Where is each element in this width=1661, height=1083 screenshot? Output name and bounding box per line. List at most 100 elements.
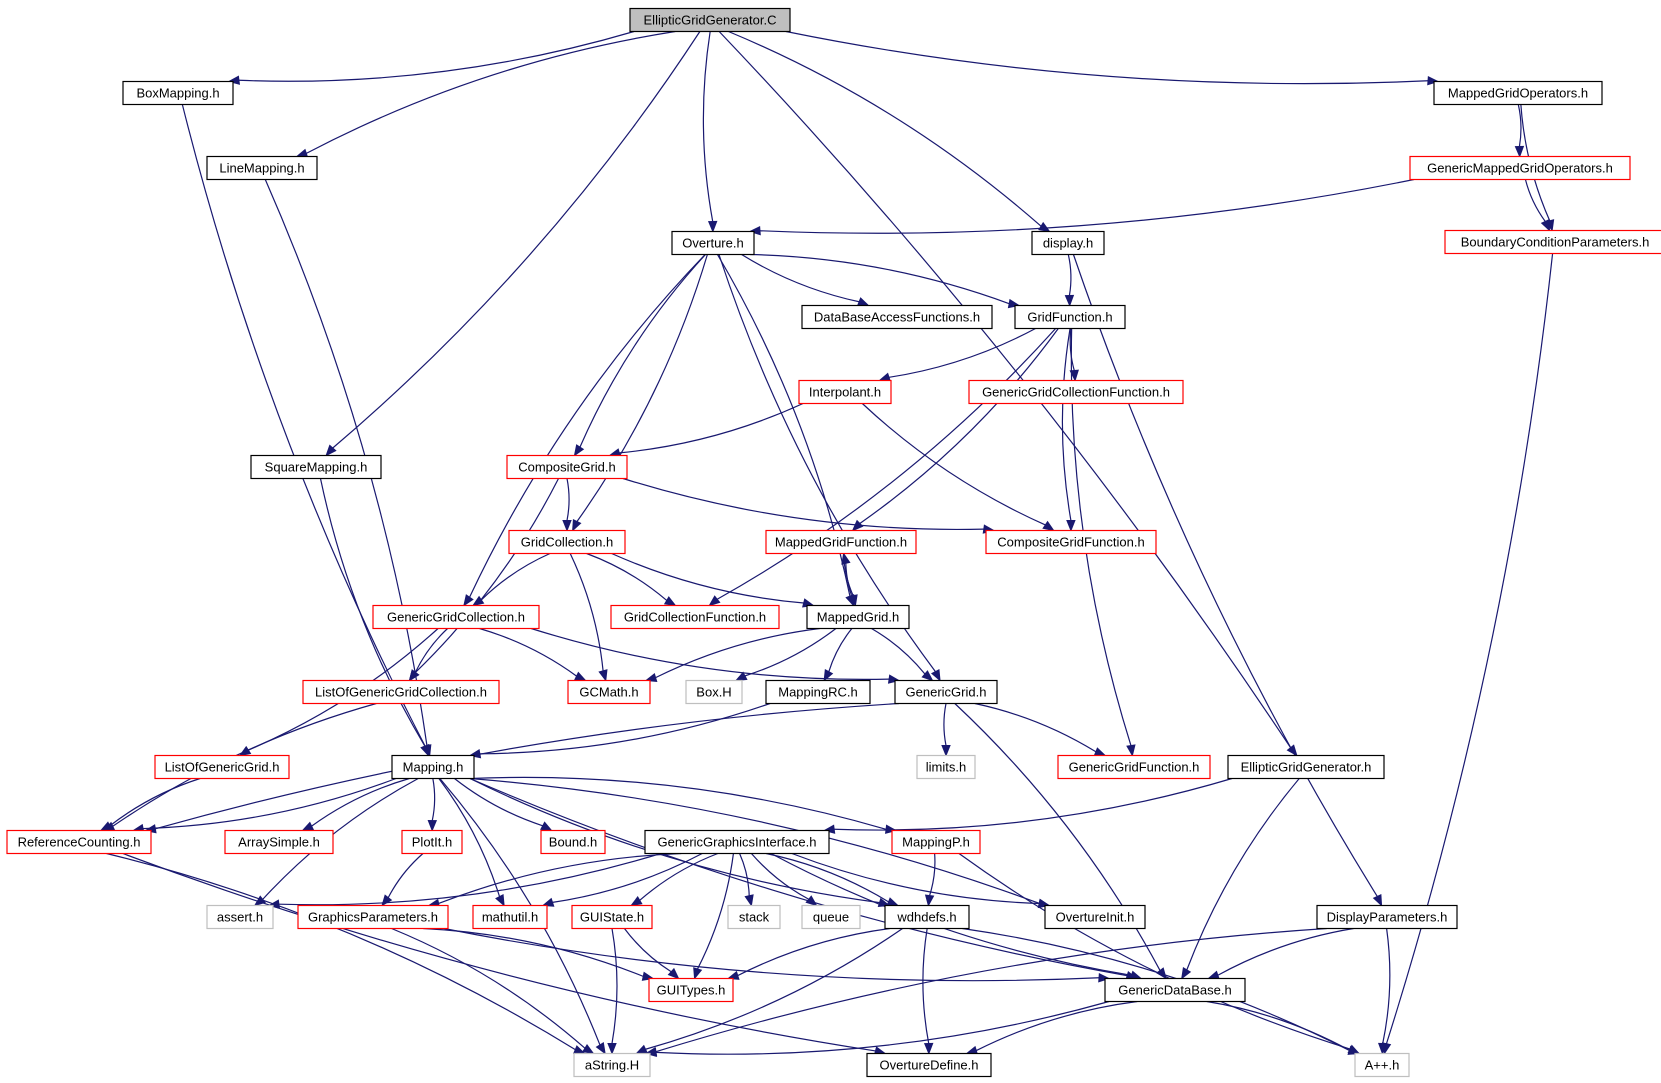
node-ellipticgridgenerator-c[interactable]: EllipticGridGenerator.C [629, 7, 791, 33]
edge-compositegrid-to-listofgenericgridcollection [408, 478, 560, 682]
node-compositegridfunction-h[interactable]: CompositeGridFunction.h [985, 529, 1157, 555]
edge-line [1069, 328, 1075, 371]
edge-mappedgrid-to-mappingrc [823, 628, 853, 682]
node-box [891, 829, 981, 855]
node-box [884, 904, 970, 930]
node-a-h[interactable]: A++.h [1354, 1052, 1410, 1078]
node-genericdatabase-h[interactable]: GenericDataBase.h [1104, 977, 1246, 1003]
edge-arrowhead [562, 520, 572, 532]
edge-arrowhead [748, 225, 761, 236]
node-overture-h[interactable]: Overture.h [671, 230, 755, 256]
node-display-h[interactable]: display.h [1031, 230, 1105, 256]
edge-arrowhead [941, 745, 951, 757]
node-label: aString.H [585, 1058, 639, 1073]
node-genericgridcollectionfunction-h[interactable]: GenericGridCollectionFunction.h [968, 379, 1184, 405]
edge-line [155, 702, 900, 830]
node-stack[interactable]: stack [727, 904, 781, 930]
node-gridfunction-h[interactable]: GridFunction.h [1014, 304, 1126, 330]
node-label: EllipticGridGenerator.h [1241, 760, 1372, 775]
node-squaremapping-h[interactable]: SquareMapping.h [250, 454, 382, 480]
edge-displayparameters-to-app [1378, 928, 1391, 1055]
node-mappedgridoperators-h[interactable]: MappedGridOperators.h [1433, 80, 1603, 106]
edge-line [929, 853, 936, 896]
node-mathutil-h[interactable]: mathutil.h [472, 904, 548, 930]
edge-line [387, 853, 424, 898]
edge-line [741, 253, 860, 303]
node-arraysimple-h[interactable]: ArraySimple.h [224, 829, 334, 855]
node-ellipticgridgenerator-h[interactable]: EllipticGridGenerator.h [1227, 754, 1385, 780]
node-graphicsparameters-h[interactable]: GraphicsParameters.h [297, 904, 449, 930]
node-listofgenericgrid-h[interactable]: ListOfGenericGrid.h [154, 754, 290, 780]
node-mappingrc-h[interactable]: MappingRC.h [765, 679, 871, 705]
edge-genericdatabase-to-overturedefine [965, 1000, 1138, 1055]
edge-arrowhead [582, 1043, 595, 1055]
node-boundaryconditionparameters-h[interactable]: BoundaryConditionParameters.h [1444, 229, 1661, 255]
node-mappingp-h[interactable]: MappingP.h [891, 829, 981, 855]
node-box [1316, 904, 1458, 930]
node-interpolant-h[interactable]: Interpolant.h [798, 379, 892, 405]
node-overturedefine-h[interactable]: OvertureDefine.h [866, 1052, 992, 1078]
edge-line [639, 852, 719, 901]
node-label: GenericGridFunction.h [1069, 760, 1200, 775]
node-box [1014, 304, 1126, 330]
node-mappedgrid-h[interactable]: MappedGrid.h [806, 604, 910, 630]
node-box [567, 679, 651, 705]
node-guitypes-h[interactable]: GUITypes.h [648, 977, 734, 1003]
edge-arrowhead [921, 670, 934, 682]
node-genericmappedgridoperators-h[interactable]: GenericMappedGridOperators.h [1409, 155, 1631, 181]
node-displayparameters-h[interactable]: DisplayParameters.h [1316, 904, 1458, 930]
edge-arrowhead [630, 896, 643, 907]
edge-arrowhead [856, 297, 870, 307]
node-wdhdefs-h[interactable]: wdhdefs.h [884, 904, 970, 930]
node-assert-h[interactable]: assert.h [206, 904, 274, 930]
edge-line [859, 328, 1059, 524]
node-label: Overture.h [682, 236, 743, 251]
edge-overture-to-gridcollection [572, 254, 708, 532]
edge-line [888, 327, 1036, 378]
node-bound-h[interactable]: Bound.h [540, 829, 606, 855]
edge-display-to-gridfunction [1064, 254, 1075, 307]
edge-line [622, 477, 984, 530]
node-genericgrid-h[interactable]: GenericGrid.h [894, 679, 998, 705]
node-label: GenericMappedGridOperators.h [1427, 161, 1613, 176]
node-referencecounting-h[interactable]: ReferenceCounting.h [6, 829, 152, 855]
node-limits-h[interactable]: limits.h [916, 754, 976, 780]
node-label: MappingRC.h [778, 685, 858, 700]
node-label: OvertureDefine.h [880, 1058, 979, 1073]
node-compositegrid-h[interactable]: CompositeGrid.h [506, 454, 628, 480]
node-genericgridcollection-h[interactable]: GenericGridCollection.h [372, 604, 540, 630]
edge-line [655, 1000, 1110, 1055]
node-box [571, 904, 653, 930]
node-boxmapping-h[interactable]: BoxMapping.h [122, 80, 234, 106]
edge-line [438, 778, 501, 897]
edge-line [306, 30, 676, 154]
edge-line [454, 778, 543, 827]
node-gridcollectionfunction-h[interactable]: GridCollectionFunction.h [610, 604, 780, 630]
node-genericgraphicsinterface-h[interactable]: GenericGraphicsInterface.h [644, 829, 830, 855]
node-label: ListOfGenericGridCollection.h [315, 685, 487, 700]
node-box-h[interactable]: Box.H [685, 679, 743, 705]
node-label: GridCollectionFunction.h [624, 610, 766, 625]
edge-wdhdefs-to-guitypes [726, 927, 890, 980]
nodes-layer: EllipticGridGenerator.C BoxMapping.hLineM… [6, 7, 1661, 1078]
edge-graphicsparameters-to-astring [391, 927, 595, 1055]
edge-line [791, 852, 1040, 905]
node-databaseaccessfunctions-h[interactable]: DataBaseAccessFunctions.h [801, 304, 993, 330]
node-mapping-h[interactable]: Mapping.h [391, 754, 475, 780]
node-mappedgridfunction-h[interactable]: MappedGridFunction.h [765, 529, 917, 555]
node-astring-h[interactable]: aString.H [573, 1052, 651, 1078]
edge-line [332, 31, 701, 449]
node-genericgridfunction-h[interactable]: GenericGridFunction.h [1057, 754, 1211, 780]
node-gcmath-h[interactable]: GCMath.h [567, 679, 651, 705]
node-gridcollection-h[interactable]: GridCollection.h [508, 529, 626, 555]
node-plotit-h[interactable]: PlotIt.h [401, 829, 463, 855]
node-overtureinit-h[interactable]: OvertureInit.h [1044, 904, 1146, 930]
edge-mapping-to-bound [454, 778, 553, 832]
node-guistate-h[interactable]: GUIState.h [571, 904, 653, 930]
node-linemapping-h[interactable]: LineMapping.h [206, 155, 318, 181]
edge-gridfunction-to-gridcollectionfunction [708, 328, 1057, 607]
node-listofgenericgridcollection-h[interactable]: ListOfGenericGridCollection.h [302, 679, 500, 705]
node-box [297, 904, 449, 930]
node-queue[interactable]: queue [801, 904, 861, 930]
edge-line [1067, 254, 1072, 296]
